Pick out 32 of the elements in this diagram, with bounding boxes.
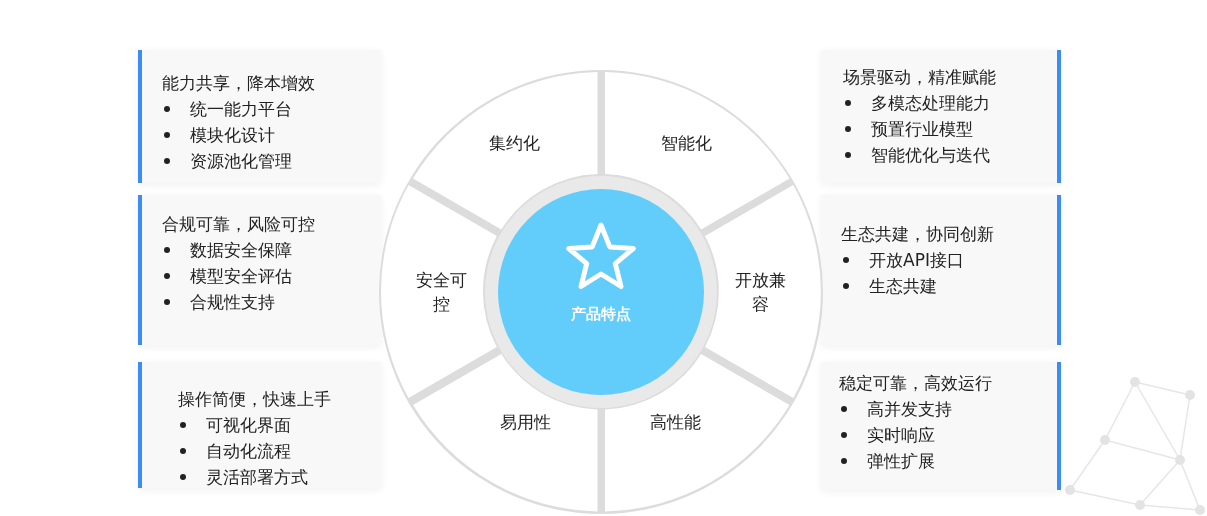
bullet-text: 模型安全评估: [190, 266, 292, 286]
feature-card: [821, 195, 1061, 345]
card-heading: 稳定可靠，高效运行: [839, 372, 992, 395]
segment-label: 安全可控: [414, 269, 468, 316]
segment-label: 开放兼容: [734, 269, 788, 316]
card-heading: 生态共建，协同创新: [841, 223, 994, 246]
bullet-text: 智能优化与迭代: [871, 145, 990, 165]
bullet-text: 生态共建: [869, 276, 937, 296]
segment-label: 集约化: [488, 132, 542, 156]
segment-label: 易用性: [499, 410, 553, 434]
bullet-text: 模块化设计: [190, 125, 275, 145]
card-heading: 操作简便，快速上手: [178, 388, 331, 411]
bullet-text: 多模态处理能力: [871, 93, 990, 113]
feature-card: [138, 195, 381, 345]
bullet-text: 可视化界面: [206, 415, 291, 435]
card-heading: 场景驱动，精准赋能: [843, 66, 996, 89]
bullet-text: 实时响应: [867, 425, 935, 445]
center-label: 产品特点: [570, 305, 632, 324]
bullet-text: 弹性扩展: [867, 451, 935, 471]
bullet-text: 灵活部署方式: [206, 467, 308, 487]
bullet-text: 统一能力平台: [190, 99, 292, 119]
bullet-text: 数据安全保障: [190, 240, 292, 260]
card-heading: 合规可靠，风险可控: [162, 213, 315, 236]
segment-label: 高性能: [649, 410, 703, 434]
bullet-text: 高并发支持: [867, 399, 952, 419]
card-heading: 能力共享，降本增效: [162, 72, 315, 95]
bullet-text: 合规性支持: [190, 292, 275, 312]
bullet-text: 自动化流程: [206, 441, 291, 461]
segment-label: 智能化: [660, 132, 714, 156]
bullet-text: 预置行业模型: [871, 119, 973, 139]
bullet-text: 开放API接口: [869, 250, 964, 270]
bullet-text: 资源池化管理: [190, 151, 292, 171]
